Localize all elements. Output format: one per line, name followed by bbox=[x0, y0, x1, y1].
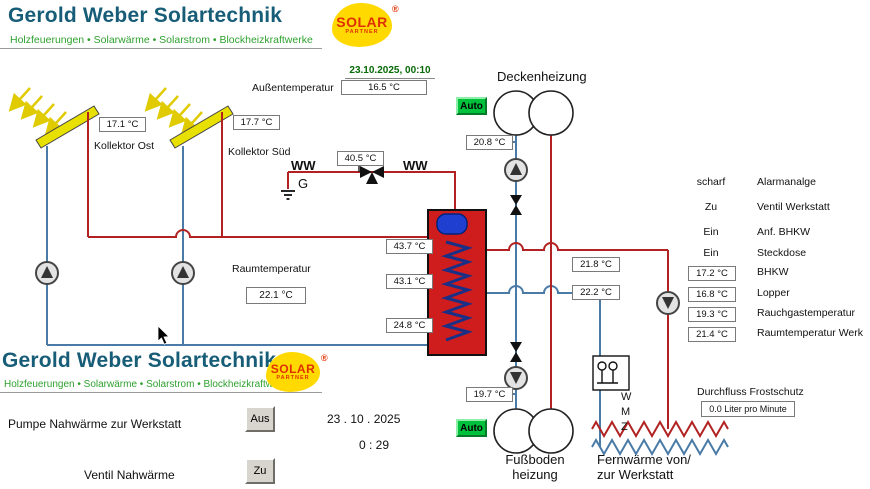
pumpe-nahwaerme-label: Pumpe Nahwärme zur Werkstatt bbox=[8, 417, 182, 431]
solar-collector-sued bbox=[169, 105, 234, 149]
circuit-temp-1: 21.8 °C bbox=[572, 257, 620, 272]
pump-werkstatt-icon bbox=[656, 291, 680, 315]
decken-auto-button[interactable]: Auto bbox=[456, 97, 487, 115]
status-label: Steckdose bbox=[757, 247, 807, 259]
pump-decken-icon bbox=[504, 158, 528, 182]
collector-sued-label: Kollektor Süd bbox=[228, 146, 291, 158]
tank-temp-top: 43.7 °C bbox=[386, 239, 433, 254]
date-bottom: 23 . 10 . 2025 bbox=[327, 412, 401, 426]
footer-title: Gerold Weber Solartechnik bbox=[2, 349, 277, 372]
mouse-cursor bbox=[157, 325, 170, 345]
valve-fussboden-icon bbox=[510, 342, 522, 362]
app-title: Gerold Weber Solartechnik bbox=[8, 4, 283, 27]
deckenheizung-label: Deckenheizung bbox=[497, 69, 587, 84]
footer-logo-registered-mark: ® bbox=[321, 353, 328, 363]
status-temp-raum-werk: 21.4 °C bbox=[688, 327, 736, 342]
ww-label-right: WW bbox=[403, 158, 428, 173]
circuit-temp-2: 22.2 °C bbox=[572, 285, 620, 300]
footer-solar-partner-logo: SOLAR PARTNER bbox=[266, 352, 320, 392]
status-temp-rauchgas: 19.3 °C bbox=[688, 307, 736, 322]
tank-heater-icon bbox=[436, 213, 468, 235]
ventil-nahwaerme-label: Ventil Nahwärme bbox=[84, 468, 175, 482]
room-temp-value: 22.1 °C bbox=[246, 287, 306, 304]
storage-tank bbox=[427, 209, 487, 356]
status-label: Anf. BHKW bbox=[757, 226, 811, 238]
mixing-valve-icon bbox=[360, 166, 384, 184]
ww-label-left: WW bbox=[291, 158, 316, 173]
outside-temp-label: Außentemperatur bbox=[252, 82, 334, 94]
status-value: Ein bbox=[703, 226, 719, 238]
app-subtitle: Holzfeuerungen • Solarwärme • Solarstrom… bbox=[10, 34, 313, 46]
tank-temp-bottom: 24.8 °C bbox=[386, 318, 433, 333]
status-value: Zu bbox=[704, 201, 718, 213]
deckenheizung-radiator-icon bbox=[493, 90, 574, 136]
fussboden-auto-button[interactable]: Auto bbox=[456, 419, 487, 437]
logo-subtext: PARTNER bbox=[345, 28, 379, 35]
ground-symbol-icon bbox=[281, 190, 295, 200]
pump-kollektor-ost-icon bbox=[35, 261, 59, 285]
collector-ost-label: Kollektor Ost bbox=[94, 140, 155, 152]
tank-temp-mid: 43.1 °C bbox=[386, 274, 433, 289]
ventil-nahwaerme-state-button[interactable]: Zu bbox=[245, 458, 275, 484]
status-label: Rauchgastemperatur bbox=[757, 307, 856, 319]
collector-ost-temp: 17.1 °C bbox=[99, 117, 146, 132]
status-label: Raumtemperatur Werk bbox=[757, 327, 864, 339]
room-temp-label: Raumtemperatur bbox=[232, 263, 311, 275]
ww-g-label: G bbox=[298, 176, 309, 191]
datetime-display: 23.10.2025, 00:10 bbox=[345, 65, 435, 79]
pump-fussboden-icon bbox=[504, 366, 528, 390]
logo-registered-mark: ® bbox=[392, 4, 399, 14]
valve-decken-icon bbox=[510, 195, 522, 215]
solar-partner-logo: SOLAR PARTNER bbox=[332, 3, 392, 47]
sun-rays-ost-icon bbox=[8, 87, 67, 136]
header-divider bbox=[0, 48, 322, 49]
durchfluss-value: 0.0 Liter pro Minute bbox=[701, 401, 795, 417]
cold-pipes bbox=[46, 135, 729, 457]
fussbodenheizung-radiator-icon bbox=[493, 408, 574, 454]
logo-text: SOLAR bbox=[270, 361, 316, 376]
logo-text: SOLAR bbox=[336, 13, 388, 30]
status-temp-bhkw: 17.2 °C bbox=[688, 266, 736, 281]
tank-coil-icon bbox=[441, 240, 473, 342]
pumpe-nahwaerme-state-button[interactable]: Aus bbox=[245, 406, 275, 432]
time-bottom: 0 : 29 bbox=[359, 438, 390, 452]
sun-rays-sued-icon bbox=[144, 87, 203, 136]
hot-pipes bbox=[87, 112, 729, 439]
ww-temp: 40.5 °C bbox=[337, 151, 384, 166]
status-value: Ein bbox=[703, 247, 719, 259]
fernwaerme-label: Fernwärme von/ zur Werkstatt bbox=[597, 452, 691, 482]
outside-temp-value: 16.5 °C bbox=[341, 80, 427, 95]
status-label: Lopper bbox=[757, 287, 790, 299]
collector-sued-temp: 17.7 °C bbox=[233, 115, 280, 130]
status-label: BHKW bbox=[757, 266, 789, 278]
pump-kollektor-sued-icon bbox=[171, 261, 195, 285]
status-label: Alarmanalge bbox=[757, 176, 816, 188]
logo-subtext: PARTNER bbox=[276, 374, 310, 381]
status-label: Ventil Werkstatt bbox=[757, 201, 830, 213]
durchfluss-label: Durchfluss Frostschutz bbox=[697, 386, 804, 398]
wmz-heat-meter-icon bbox=[592, 355, 630, 391]
status-temp-lopper: 16.8 °C bbox=[688, 287, 736, 302]
wmz-letters: W M Z bbox=[621, 391, 632, 433]
footer-subtitle: Holzfeuerungen • Solarwärme • Solarstrom… bbox=[4, 379, 293, 390]
solar-collector-ost bbox=[35, 105, 100, 149]
decken-temp: 20.8 °C bbox=[466, 135, 513, 150]
fussboden-temp: 19.7 °C bbox=[466, 387, 513, 402]
status-value: scharf bbox=[696, 176, 726, 188]
fussbodenheizung-label: Fußboden heizung bbox=[505, 452, 565, 482]
footer-divider bbox=[0, 392, 322, 393]
